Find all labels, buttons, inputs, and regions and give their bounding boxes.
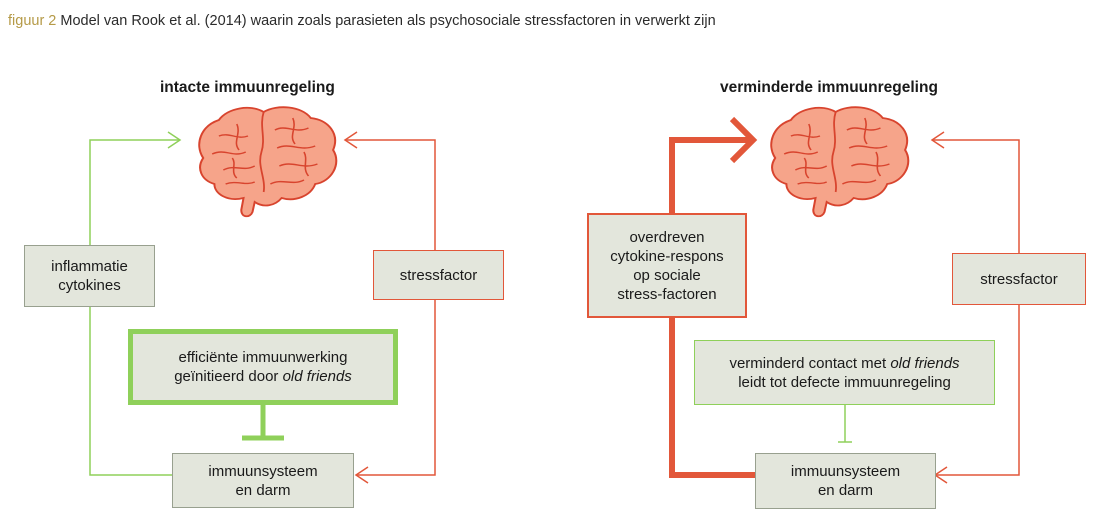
right-stressfactor-box: stressfactor: [952, 253, 1086, 305]
figure-caption: figuur 2 Model van Rook et al. (2014) wa…: [8, 13, 716, 29]
contact-line-1: verminderd contact met old friends: [729, 354, 959, 373]
cytokine-line-3: op sociale: [633, 266, 701, 284]
efficient-line-2: geïnitieerd door old friends: [174, 367, 352, 386]
right-immune-line-1: immuunsysteem: [790, 463, 901, 480]
brain-icon: [770, 106, 910, 218]
left-stress-loop: [345, 139, 436, 476]
right-stress-loop: [932, 139, 1020, 476]
right-contact-box: verminderd contact met old friends leidt…: [694, 340, 995, 405]
contact-line-1-italic: old friends: [890, 354, 960, 372]
left-immune-box: immuunsysteem en darm: [172, 453, 354, 508]
cytokine-line-1: overdreven: [629, 228, 705, 246]
efficient-line-1: efficiënte immuunwerking: [178, 349, 348, 366]
right-stress-arrowhead-top: [930, 131, 945, 149]
cytokine-line-2: cytokine-respons: [610, 247, 724, 265]
left-inflammation-loop: [89, 139, 180, 476]
efficient-line-2-italic: old friends: [282, 368, 352, 385]
efficient-line-2-prefix: geïnitieerd door: [174, 368, 283, 385]
contact-line-2: leidt tot defecte immuunregeling: [738, 373, 951, 391]
left-stress-arrowhead-top: [343, 131, 358, 149]
right-stressfactor-label: stressfactor: [980, 270, 1058, 288]
right-cytokine-box: overdreven cytokine-respons op sociale s…: [587, 213, 747, 318]
left-stressfactor-box: stressfactor: [373, 250, 504, 300]
right-immune-line-2: en darm: [817, 482, 873, 499]
right-panel-heading: verminderde immuunregeling: [720, 79, 938, 96]
right-cytokine-arrowhead: [729, 116, 758, 164]
cytokine-line-4: stress-factoren: [617, 285, 717, 303]
caption-text: Model van Rook et al. (2014) waarin zoal…: [60, 13, 716, 29]
right-immune-box: immuunsysteem en darm: [755, 453, 936, 509]
figure-label: figuur 2: [8, 13, 57, 29]
left-efficient-box: efficiënte immuunwerking geïnitieerd doo…: [128, 329, 398, 405]
left-stress-arrowhead-bottom: [354, 466, 369, 484]
inflammation-line-2: cytokines: [58, 277, 121, 294]
left-immune-line-2: en darm: [235, 481, 291, 499]
left-connectors: [89, 131, 436, 484]
left-immune-line-1: immuunsysteem: [208, 462, 318, 480]
left-inflammation-box: inflammatie cytokines: [24, 245, 155, 307]
left-stressfactor-label: stressfactor: [399, 266, 478, 284]
left-inflammation-arrowhead: [167, 131, 182, 149]
brain-icon: [198, 106, 338, 218]
inflammation-line-1: inflammatie: [51, 258, 128, 275]
left-panel-heading: intacte immuunregeling: [160, 79, 335, 96]
contact-line-1-prefix: verminderd contact met: [729, 354, 891, 372]
